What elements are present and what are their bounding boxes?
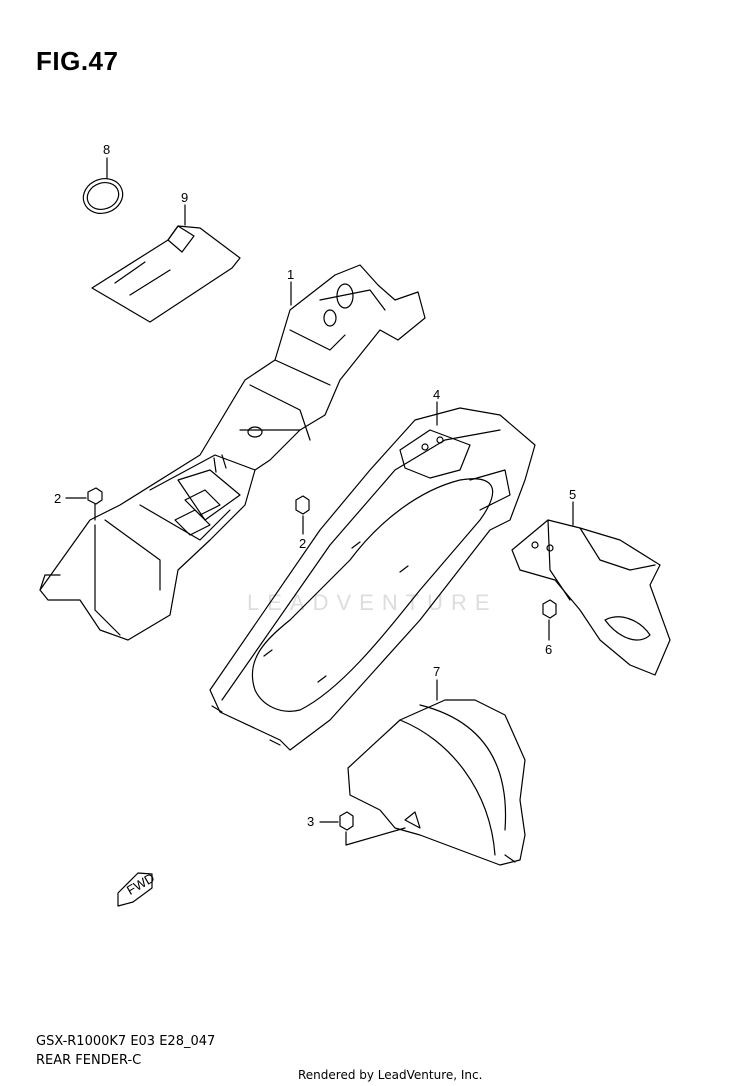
fwd-arrow-icon: [117, 872, 153, 907]
part-7-hugger: [347, 679, 526, 866]
callout-8: 8: [103, 142, 110, 157]
part-2-bolt-left: [65, 487, 103, 521]
part-3-bolt: [319, 811, 406, 846]
model-code: GSX-R1000K7 E03 E28_047: [36, 1034, 216, 1049]
part-2-nut-right: [295, 495, 310, 535]
part-9-pouch: [91, 204, 241, 323]
part-5-bracket: [511, 501, 671, 676]
part-6-nut: [542, 599, 557, 641]
callout-7: 7: [433, 664, 440, 679]
callout-5: 5: [569, 487, 576, 502]
page-name: REAR FENDER-C: [36, 1053, 142, 1068]
callout-2-right: 2: [299, 536, 306, 551]
callout-1: 1: [287, 267, 294, 282]
callout-4: 4: [433, 387, 440, 402]
part-8-o-ring: [82, 157, 124, 214]
callout-3: 3: [307, 814, 314, 829]
part-1-rear-fender: [39, 264, 426, 641]
callout-9: 9: [181, 190, 188, 205]
rendered-by-credit: Rendered by LeadVenture, Inc.: [298, 1068, 483, 1082]
part-4-inner-fender: [209, 401, 536, 751]
callout-2-left: 2: [54, 491, 61, 506]
callout-6: 6: [545, 642, 552, 657]
figure-title: FIG.47: [36, 46, 119, 76]
leadventure-watermark: LEADVENTURE: [247, 590, 498, 615]
